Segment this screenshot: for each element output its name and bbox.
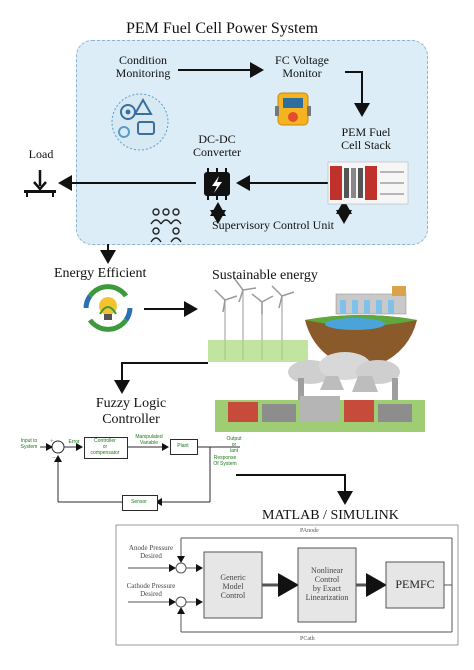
sustainable-energy-label: Sustainable energy <box>212 268 318 283</box>
dcdc-converter-label: DC-DC Converter <box>193 132 241 159</box>
summing-plus: + <box>50 439 54 445</box>
fuzzy-feedback-diagram <box>40 440 240 506</box>
manipulated-label: Manipulated Variable <box>135 434 163 446</box>
arrow-fuzzy-to-matlab <box>236 474 353 505</box>
condition-monitoring-label: Condition Monitoring <box>115 53 171 80</box>
condition-monitoring-icon <box>111 93 169 151</box>
arrow-voltage-to-stack <box>345 71 370 117</box>
fc-voltage-monitor-label: FC Voltage Monitor <box>275 53 329 80</box>
summing-minus: − <box>52 454 56 462</box>
pemfc-block <box>385 561 445 609</box>
fuzzy-logic-label: Fuzzy Logic Controller <box>95 396 167 427</box>
supervisory-control-label: Supervisory Control Unit <box>212 218 334 232</box>
sensor-label: Sensor <box>131 499 147 505</box>
p-anode-label: PAnode <box>300 528 319 534</box>
nonlinear-control-label: Nonlinear Control by Exact Linearization <box>305 566 349 602</box>
controller-label: Controller or compensator <box>90 438 120 456</box>
sensor-block <box>122 495 158 511</box>
supervisory-team-icon <box>150 208 182 243</box>
arrow-sustainable-to-fuzzy <box>114 362 208 394</box>
plant-block <box>170 439 198 455</box>
cathode-pressure-label: Cathode Pressure Desired <box>126 582 176 598</box>
load-icon <box>24 170 56 197</box>
pem-stack-icon <box>327 161 409 205</box>
dcdc-converter-icon <box>204 168 230 200</box>
pemfc-label: PEMFC <box>395 577 435 591</box>
p-cath-label: PCath <box>300 636 315 642</box>
response-label: Response Of System <box>213 455 237 467</box>
output-label: Output or lant <box>226 436 242 454</box>
load-label: Load <box>28 147 54 161</box>
energy-efficient-label: Energy Efficient <box>54 266 147 281</box>
nonlinear-control-block <box>297 547 357 623</box>
pem-stack-label: PEM Fuel Cell Stack <box>341 125 391 152</box>
anode-pressure-label: Anode Pressure Desired <box>128 544 174 560</box>
diagram-title: PEM Fuel Cell Power System <box>126 20 319 37</box>
energy-efficient-icon <box>83 284 133 332</box>
error-label: Error <box>68 439 80 445</box>
matlab-title: MATLAB / SIMULINK <box>262 508 399 523</box>
plant-label: Plant <box>177 443 189 449</box>
controller-block <box>84 437 128 459</box>
sustainable-energy-illustration <box>208 277 425 432</box>
generic-model-control-label: Generic Model Control <box>220 573 246 600</box>
voltage-monitor-icon <box>275 92 311 126</box>
generic-model-control-block <box>203 551 263 619</box>
input-label: Input to System <box>20 438 38 450</box>
